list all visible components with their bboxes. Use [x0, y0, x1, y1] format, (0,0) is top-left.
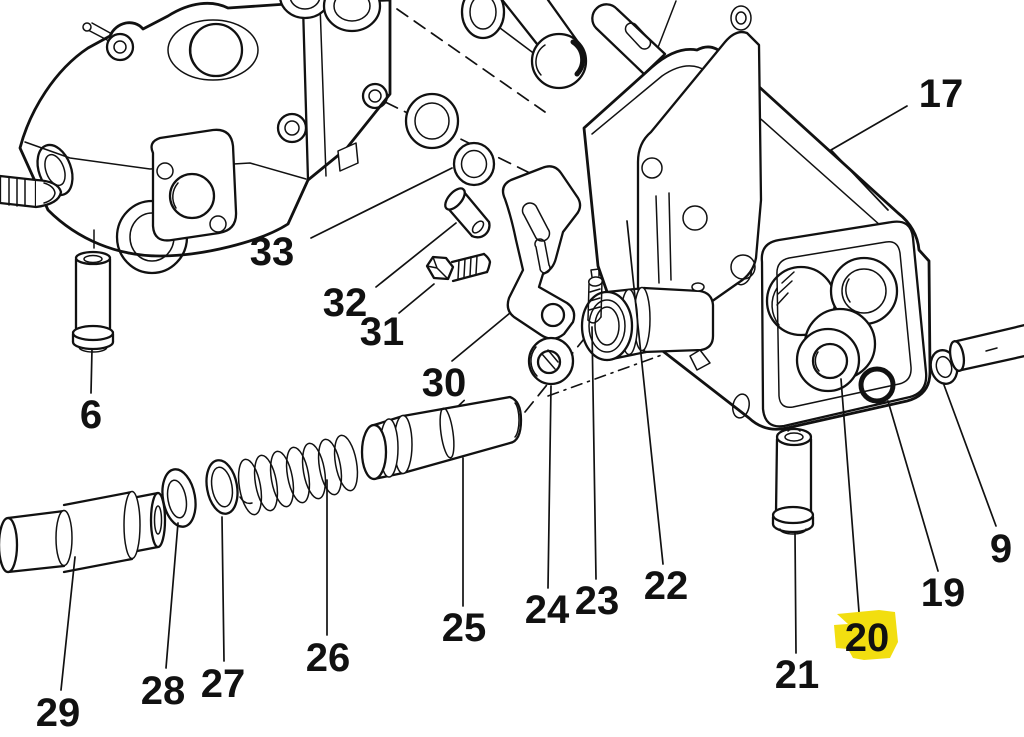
part-number-33[interactable]: 33 — [250, 230, 295, 274]
spring-26 — [237, 434, 359, 516]
callout-29: 29 — [36, 556, 81, 735]
linkage-pin-top — [82, 22, 135, 62]
part-number-21[interactable]: 21 — [775, 653, 820, 697]
leader-line-17 — [829, 105, 908, 211]
plug-ring-19 — [858, 366, 896, 404]
callout-23: 23 — [575, 326, 620, 623]
leader-line-20 — [840, 378, 860, 613]
lever-link-30 — [501, 165, 582, 340]
end-face — [732, 220, 928, 428]
callout-25: 25 — [442, 457, 487, 650]
callout-6: 6 — [80, 348, 102, 437]
callout-20: 20 — [834, 378, 898, 660]
top-cup-cylinder — [501, 0, 588, 90]
part-number-25[interactable]: 25 — [442, 606, 487, 650]
mounting-boss-flange — [150, 128, 238, 242]
side-plate — [301, 3, 389, 182]
o-ring-pair-33 — [404, 92, 496, 187]
part-number-6[interactable]: 6 — [80, 393, 102, 437]
part-number-32[interactable]: 32 — [323, 281, 368, 325]
callout-30: 30 — [422, 312, 511, 405]
callout-27: 27 — [201, 516, 246, 706]
leader-line-28 — [165, 522, 179, 669]
highlight-marker — [834, 610, 898, 660]
leader-line-23 — [591, 326, 597, 580]
leader-line-24 — [547, 385, 552, 589]
hex-bolt-31 — [425, 252, 492, 283]
top-spool-stack — [460, 0, 541, 59]
left-valve-body — [0, 0, 392, 353]
left-port-small — [36, 143, 74, 197]
callout-26: 26 — [306, 479, 351, 680]
detent-pin-32 — [444, 187, 491, 239]
callout-22: 22 — [626, 220, 689, 608]
part-number-20[interactable]: 20 — [845, 616, 890, 660]
leader-line-29 — [60, 556, 76, 691]
callout-9: 9 — [943, 384, 1012, 571]
part-number-30[interactable]: 30 — [422, 361, 467, 405]
part-number-26[interactable]: 26 — [306, 636, 351, 680]
callout-17: 17 — [829, 72, 964, 211]
bushing-24 — [527, 336, 575, 386]
rod-right — [948, 324, 1024, 373]
part-number-27[interactable]: 27 — [201, 662, 246, 706]
callout-33: 33 — [250, 167, 453, 274]
leader-line-9 — [943, 384, 997, 527]
callout-32: 32 — [323, 222, 457, 325]
part-number-29[interactable]: 29 — [36, 691, 81, 735]
part-number-24[interactable]: 24 — [525, 588, 570, 632]
leader-line-27 — [221, 516, 225, 662]
leader-line-21 — [794, 532, 797, 654]
leader-line-32 — [375, 222, 457, 288]
leader-line-31 — [398, 283, 435, 314]
callout-28: 28 — [141, 522, 186, 713]
leader-line-6 — [90, 348, 93, 394]
leader-line-33 — [310, 167, 453, 239]
spool-25 — [360, 395, 523, 481]
dowel-tube-6 — [71, 229, 115, 353]
boss-cylinder — [795, 307, 877, 393]
part-number-23[interactable]: 23 — [575, 579, 620, 623]
part-number-19[interactable]: 19 — [921, 571, 966, 615]
part-number-28[interactable]: 28 — [141, 669, 186, 713]
seal-ring-27 — [205, 459, 239, 515]
slotted-rod-top — [591, 0, 677, 76]
callout-24: 24 — [525, 385, 570, 632]
part-number-17[interactable]: 17 — [919, 72, 964, 116]
port-bore-right — [829, 256, 899, 326]
pin-21 — [771, 427, 815, 535]
part-number-22[interactable]: 22 — [644, 564, 689, 608]
spring-pin-23 — [587, 268, 604, 324]
callout-31: 31 — [360, 283, 435, 354]
part-number-31[interactable]: 31 — [360, 310, 405, 354]
leader-line-19 — [887, 400, 939, 572]
left-edge-stud — [0, 174, 63, 209]
top-partial-rings — [279, 0, 382, 33]
leader-line-22 — [626, 220, 664, 565]
spool-29 — [0, 490, 167, 574]
washer-28 — [161, 468, 197, 528]
leader-line-30 — [451, 312, 511, 362]
callout-19: 19 — [887, 400, 966, 615]
callout-21: 21 — [775, 532, 820, 697]
part-number-9[interactable]: 9 — [990, 527, 1012, 571]
spool-end-boss — [580, 282, 715, 371]
